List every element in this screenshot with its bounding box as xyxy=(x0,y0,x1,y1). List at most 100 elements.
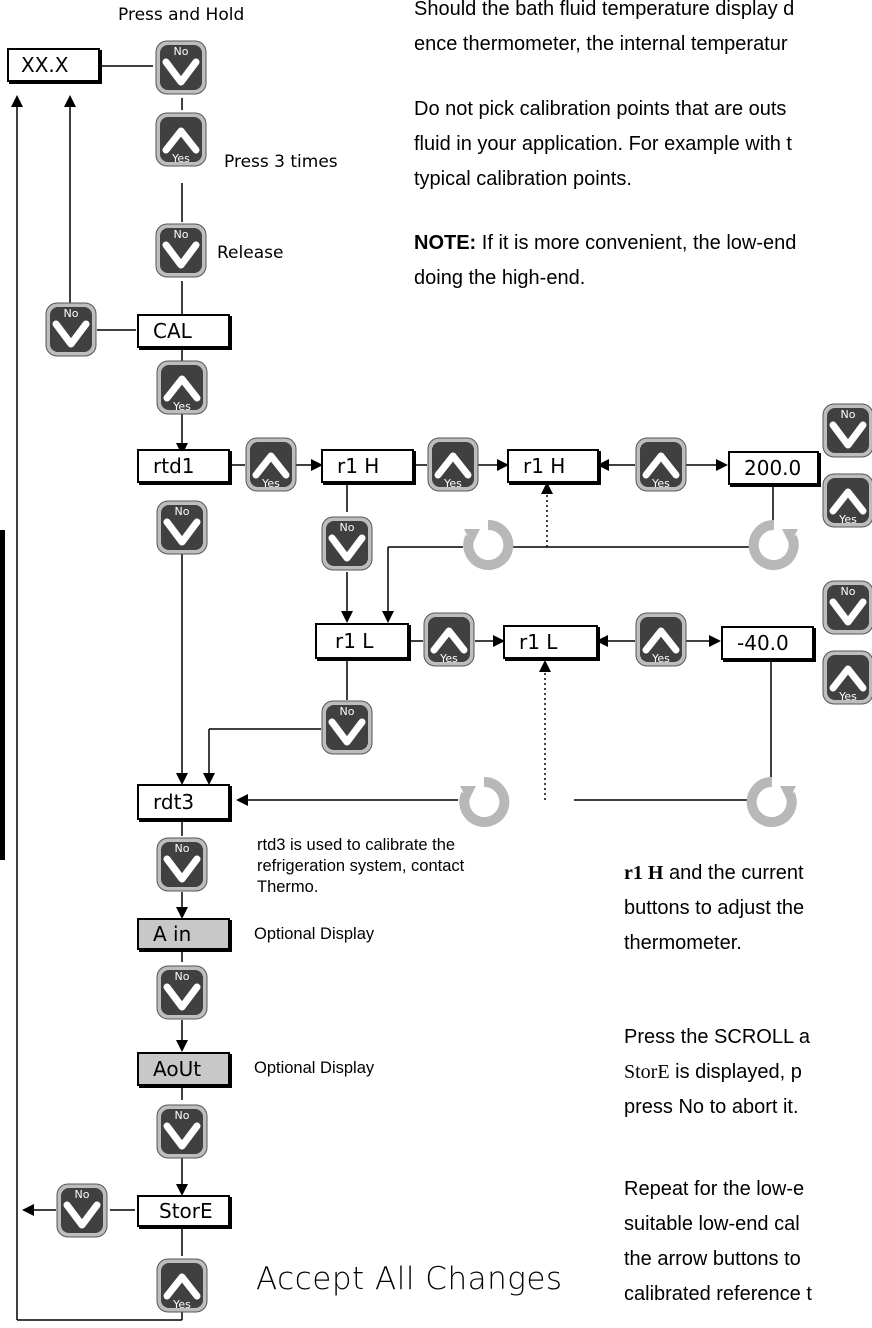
note-label: NOTE: xyxy=(414,232,477,254)
yes-button[interactable]: Yes xyxy=(156,1258,208,1313)
text-line: StorE is displayed, p xyxy=(624,1055,810,1090)
svg-text:Yes: Yes xyxy=(261,477,280,490)
svg-text:Yes: Yes xyxy=(172,1298,191,1311)
display-rtd1: rtd1 xyxy=(137,449,230,483)
display-cal: CAL xyxy=(137,314,230,348)
loop-icon xyxy=(748,519,800,571)
yes-button[interactable]: Yes xyxy=(822,650,872,705)
no-button[interactable]: No xyxy=(321,516,373,571)
svg-text:No: No xyxy=(340,521,355,534)
no-button[interactable]: No xyxy=(321,700,373,755)
press-hold-caption: Press and Hold xyxy=(118,5,245,25)
text-line: Press the SCROLL a xyxy=(624,1026,811,1048)
no-button[interactable]: No xyxy=(822,403,872,458)
text-line: Should the bath fluid temperature displa… xyxy=(414,0,795,20)
no-button[interactable]: No xyxy=(156,837,208,892)
text-bold: r1 H xyxy=(624,862,664,884)
optional-display-caption: Optional Display xyxy=(254,925,375,943)
svg-text:Yes: Yes xyxy=(838,513,857,526)
loop-icon xyxy=(746,776,798,828)
text-line: press No to abort it. xyxy=(624,1096,799,1118)
text-span: is displayed, p xyxy=(669,1061,802,1083)
svg-text:No: No xyxy=(64,307,79,320)
yes-button[interactable]: Yes xyxy=(155,112,207,167)
press-3-caption: Press 3 times xyxy=(224,152,338,172)
rtd3-note-line: Thermo. xyxy=(257,878,319,896)
note-paragraph: NOTE: If it is more convenient, the low-… xyxy=(414,226,796,296)
text-line: calibrated reference t xyxy=(624,1283,812,1305)
no-button[interactable]: No xyxy=(822,580,872,635)
rtd3-note: rtd3 is used to calibrate the refrigerat… xyxy=(257,835,547,898)
text-line: doing the high-end. xyxy=(414,267,586,289)
svg-text:Yes: Yes xyxy=(172,400,191,413)
yes-button[interactable]: Yes xyxy=(423,612,475,667)
svg-text:No: No xyxy=(174,228,189,241)
no-button[interactable]: No xyxy=(56,1183,108,1238)
svg-text:No: No xyxy=(841,585,856,598)
svg-text:No: No xyxy=(841,408,856,421)
svg-text:No: No xyxy=(340,705,355,718)
display-r1h: r1 H xyxy=(321,449,414,483)
text-line: suitable low-end cal xyxy=(624,1213,800,1235)
svg-text:No: No xyxy=(175,1109,190,1122)
text-line: buttons to adjust the xyxy=(624,897,805,919)
text-bold: StorE xyxy=(624,1061,670,1083)
svg-text:No: No xyxy=(75,1188,90,1201)
rtd3-note-line: refrigeration system, contact xyxy=(257,857,465,875)
display-aout: AoUt xyxy=(137,1052,230,1086)
display-r1h-edit: r1 H xyxy=(507,449,599,483)
text-line: the arrow buttons to xyxy=(624,1248,801,1270)
no-button[interactable]: No xyxy=(155,40,207,95)
svg-text:No: No xyxy=(175,505,190,518)
text-line: fluid in your application. For example w… xyxy=(414,133,792,155)
yes-button[interactable]: Yes xyxy=(427,437,479,492)
svg-text:Yes: Yes xyxy=(651,652,670,665)
loop-icon xyxy=(458,776,510,828)
yes-button[interactable]: Yes xyxy=(822,473,872,528)
yes-button[interactable]: Yes xyxy=(156,360,208,415)
svg-text:No: No xyxy=(174,45,189,58)
loop-icon xyxy=(462,519,514,571)
paragraph-3: r1 H and the current buttons to adjust t… xyxy=(624,856,804,961)
no-button[interactable]: No xyxy=(156,500,208,555)
optional-display-caption: Optional Display xyxy=(254,1059,375,1077)
text-line: Do not pick calibration points that are … xyxy=(414,98,787,120)
accept-all-changes-caption: Accept All Changes xyxy=(256,1261,563,1297)
rtd3-note-line: rtd3 is used to calibrate the xyxy=(257,836,456,854)
svg-text:No: No xyxy=(175,842,190,855)
yes-button[interactable]: Yes xyxy=(245,437,297,492)
display-rdt3: rdt3 xyxy=(137,784,230,820)
text-line: NOTE: If it is more convenient, the low-… xyxy=(414,226,796,261)
text-line: thermometer. xyxy=(624,932,742,954)
paragraph-2: Do not pick calibration points that are … xyxy=(414,92,792,197)
svg-text:No: No xyxy=(175,970,190,983)
display-r1l-edit: r1 L xyxy=(503,625,598,659)
no-button[interactable]: No xyxy=(156,1104,208,1159)
svg-text:Yes: Yes xyxy=(171,152,190,165)
display-value-low: -40.0 xyxy=(721,626,814,660)
yes-button[interactable]: Yes xyxy=(635,437,687,492)
display-xx: XX.X xyxy=(7,48,100,82)
display-r1l: r1 L xyxy=(315,623,409,659)
text-line: r1 H and the current xyxy=(624,856,804,891)
paragraph-5: Repeat for the low-e suitable low-end ca… xyxy=(624,1172,812,1312)
display-a-in: A in xyxy=(137,918,230,950)
no-button[interactable]: No xyxy=(155,223,207,278)
display-store: StorE xyxy=(137,1195,230,1227)
release-caption: Release xyxy=(217,243,284,263)
svg-text:Yes: Yes xyxy=(439,652,458,665)
paragraph-4: Press the SCROLL a StorE is displayed, p… xyxy=(624,1020,810,1125)
no-button[interactable]: No xyxy=(156,965,208,1020)
no-button[interactable]: No xyxy=(45,302,97,357)
text-line: Repeat for the low-e xyxy=(624,1178,805,1200)
text-span: If it is more convenient, the low-end xyxy=(476,232,797,254)
text-line: typical calibration points. xyxy=(414,168,632,190)
svg-text:Yes: Yes xyxy=(443,477,462,490)
yes-button[interactable]: Yes xyxy=(635,612,687,667)
paragraph-1: Should the bath fluid temperature displa… xyxy=(414,0,794,62)
text-line: ence thermometer, the internal temperatu… xyxy=(414,33,788,55)
display-value-high: 200.0 xyxy=(728,451,819,485)
svg-text:Yes: Yes xyxy=(651,477,670,490)
text-span: and the current xyxy=(663,862,804,884)
